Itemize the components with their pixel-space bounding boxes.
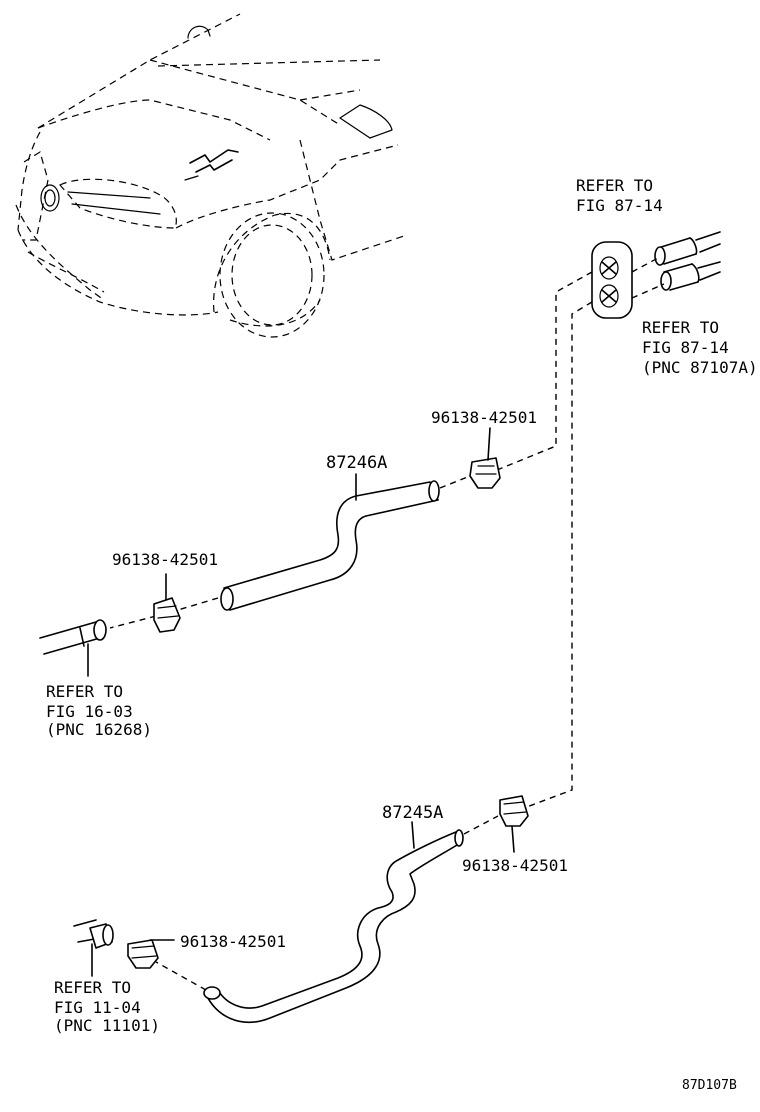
hose-87246a	[220, 480, 440, 611]
tube-stubs	[654, 231, 721, 291]
ref-right-line2: FIG 87-14	[642, 338, 729, 357]
ref-left-line3: (PNC 16268)	[46, 720, 152, 739]
ref-top-line1: REFER TO	[576, 176, 654, 195]
pipe-bottom-left	[73, 919, 114, 949]
ref-bottom-line3: (PNC 11101)	[54, 1016, 160, 1035]
part-87246a-label: 87246A	[326, 453, 388, 473]
ref-top-line2: FIG 87-14	[576, 196, 663, 215]
ref-bottom-line2: FIG 11-04	[54, 998, 141, 1017]
clamp-lower-right-label: 96138-42501	[462, 856, 568, 875]
connector-block	[591, 241, 633, 319]
part-87245a-label: 87245A	[382, 803, 444, 823]
clamp-lower-right	[499, 795, 529, 827]
clamp-upper-right	[469, 457, 501, 489]
hose-87245a	[203, 829, 464, 1023]
clamp-lower-left-label: 96138-42501	[180, 932, 286, 951]
ref-right-line1: REFER TO	[642, 318, 720, 337]
ref-bottom-line1: REFER TO	[54, 978, 132, 997]
car-illustration	[15, 13, 405, 338]
ref-left-line1: REFER TO	[46, 682, 124, 701]
ref-right-line3: (PNC 87107A)	[642, 358, 758, 377]
clamp-upper-left-label: 96138-42501	[112, 550, 218, 569]
clamp-lower-left	[127, 939, 159, 969]
ref-left-line2: FIG 16-03	[46, 702, 133, 721]
clamp-upper-left	[153, 597, 181, 633]
clamp-upper-right-label: 96138-42501	[431, 408, 537, 427]
pipe-left	[39, 619, 107, 655]
diagram-id: 87D107B	[682, 1078, 737, 1093]
